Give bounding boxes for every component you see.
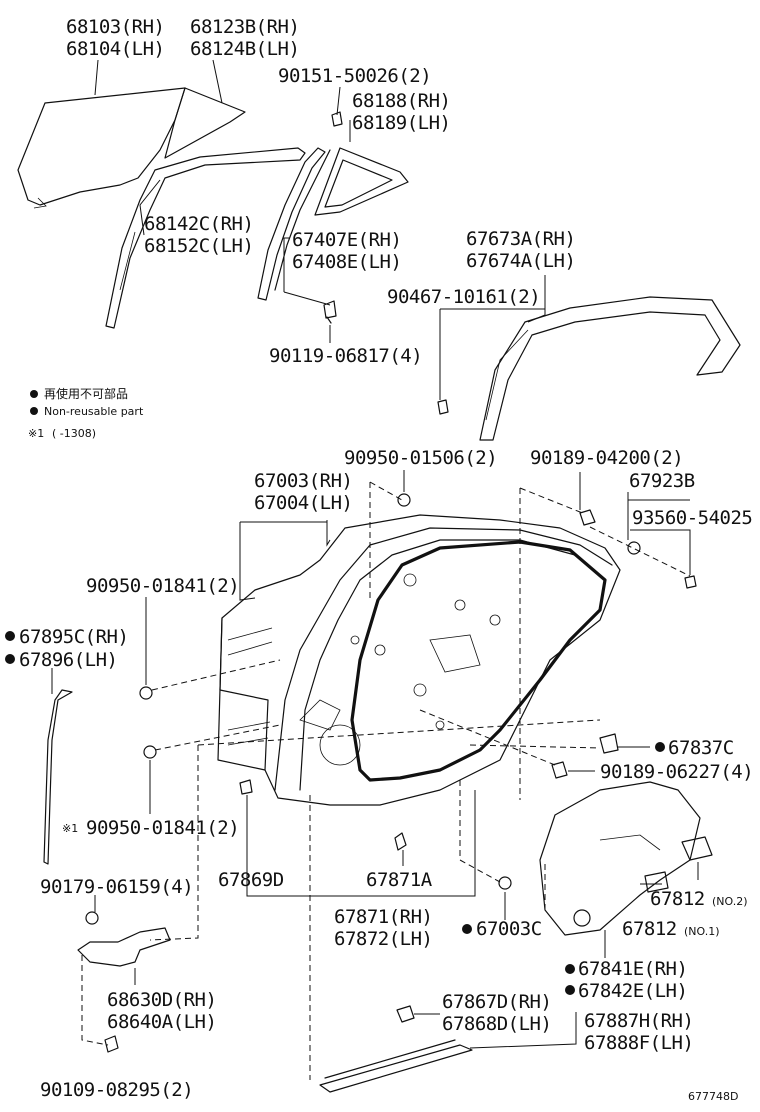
non-reusable-dot (5, 654, 15, 664)
legend: 再使用不可部品 Non-reusable part ※1 ( -1308) (28, 386, 144, 440)
label-67842e: 67842E(LH) (578, 980, 687, 1002)
label-90950-01506: 90950-01506(2) (344, 447, 497, 469)
label-67896: 67896(LH) (19, 649, 117, 671)
label-68630d: 68630D(RH) (107, 989, 216, 1011)
leader-lines (51, 59, 699, 1049)
label-68640a: 68640A(LH) (107, 1011, 216, 1033)
clip-67871a-drawing (394, 832, 407, 851)
screw-90119-drawing (323, 300, 337, 324)
label-67004: 67004(LH) (254, 492, 352, 514)
label-67407e: 67407E(RH) (292, 229, 401, 251)
label-68103: 68103(RH) (66, 16, 164, 38)
label-90119: 90119-06817(4) (269, 345, 422, 367)
label-67837c: 67837C (668, 737, 734, 759)
label-68123b: 68123B(RH) (190, 16, 299, 38)
label-93560: 93560-54025 (632, 507, 752, 529)
clip-67003c-drawing (498, 876, 512, 890)
label-67872: 67872(LH) (334, 928, 432, 950)
door-glass-drawing (17, 87, 186, 209)
weatherstrip-drawing (350, 540, 607, 782)
door-check-drawing (77, 911, 171, 1053)
frame-moulding-drawing (257, 147, 331, 301)
grommet-90950-01506-drawing (397, 493, 411, 507)
label-68152c: 68152C(LH) (144, 235, 253, 257)
label-68189: 68189(LH) (352, 112, 450, 134)
label-67812-no2: 67812 (650, 888, 705, 910)
label-67812-no1-note: (NO.1) (684, 925, 720, 938)
lower-moulding-drawing (319, 1039, 473, 1093)
clip-90189-06227-drawing (551, 761, 568, 779)
label-67867d: 67867D(RH) (442, 991, 551, 1013)
plug-90950-01841-drawing (139, 686, 157, 759)
label-68124b: 68124B(LH) (190, 38, 299, 60)
label-67408e: 67408E(LH) (292, 251, 401, 273)
pad-67812-no1-drawing (644, 871, 669, 893)
non-reusable-dot (565, 985, 575, 995)
label-67673a: 67673A(RH) (466, 228, 575, 250)
quarter-glass-drawing (164, 87, 246, 159)
label-68188: 68188(RH) (352, 90, 450, 112)
label-67003: 67003(RH) (254, 470, 352, 492)
label-67841e: 67841E(RH) (578, 958, 687, 980)
label-90189-04200: 90189-04200(2) (530, 447, 683, 469)
label-90950-01841-b: 90950-01841(2) (86, 817, 239, 839)
non-reusable-dot (565, 964, 575, 974)
clip-90189-04200-drawing (579, 509, 596, 526)
label-67895c: 67895C(RH) (19, 626, 128, 648)
label-90950-01841-a: 90950-01841(2) (86, 575, 239, 597)
non-reusable-dot (5, 631, 15, 641)
label-67871a: 67871A (366, 869, 433, 891)
label-90189-06227: 90189-06227(4) (600, 761, 753, 783)
label-67003c: 67003C (476, 918, 542, 940)
label-67871: 67871(RH) (334, 906, 432, 928)
screw-67923b-drawing (684, 575, 697, 589)
label-68142c: 68142C(RH) (144, 213, 253, 235)
strap-67895c-drawing (43, 689, 73, 865)
legend-ref-range: ( -1308) (52, 427, 96, 440)
diagram-code: 677748D (688, 1090, 738, 1103)
pad-67812-no2-drawing (681, 836, 713, 861)
part-labels: 68103(RH) 68104(LH) 68123B(RH) 68124B(LH… (19, 16, 754, 1103)
label-68104: 68104(LH) (66, 38, 164, 60)
non-reusable-dot (655, 742, 665, 752)
run-channel-drawing (105, 147, 306, 329)
label-67812-no2-note: (NO.2) (712, 895, 748, 908)
clip-67869d-drawing (239, 779, 253, 795)
door-panel-drawing (217, 514, 621, 806)
nut-93560-drawing (627, 541, 641, 555)
label-67888f: 67888F(LH) (584, 1032, 693, 1054)
legend-dot-en (30, 407, 38, 415)
clip-67837c-drawing (599, 733, 619, 754)
label-67887h: 67887H(RH) (584, 1010, 693, 1032)
dashed-lines (81, 481, 691, 1080)
legend-en: Non-reusable part (44, 405, 144, 418)
legend-jp: 再使用不可部品 (44, 386, 128, 401)
quarter-window-drawing (314, 147, 409, 216)
label-90467: 90467-10161(2) (387, 286, 540, 308)
label-90109: 90109-08295(2) (40, 1079, 193, 1101)
label-67868d: 67868D(LH) (442, 1013, 551, 1035)
service-cover-drawing (539, 781, 701, 936)
ref-mark-label: ※1 (62, 822, 78, 835)
label-90151: 90151-50026(2) (278, 65, 431, 87)
legend-dot-jp (30, 390, 38, 398)
legend-ref-mark: ※1 (28, 427, 44, 440)
label-90179: 90179-06159(4) (40, 876, 193, 898)
non-reusable-markers (5, 631, 665, 995)
non-reusable-dot (462, 924, 472, 934)
clip-67867d-drawing (396, 1005, 415, 1023)
label-67923b: 67923B (629, 470, 695, 492)
label-67812-no1: 67812 (622, 918, 677, 940)
label-67869d: 67869D (218, 869, 284, 891)
label-67674a: 67674A(LH) (466, 250, 575, 272)
belt-moulding-drawing (437, 296, 741, 441)
